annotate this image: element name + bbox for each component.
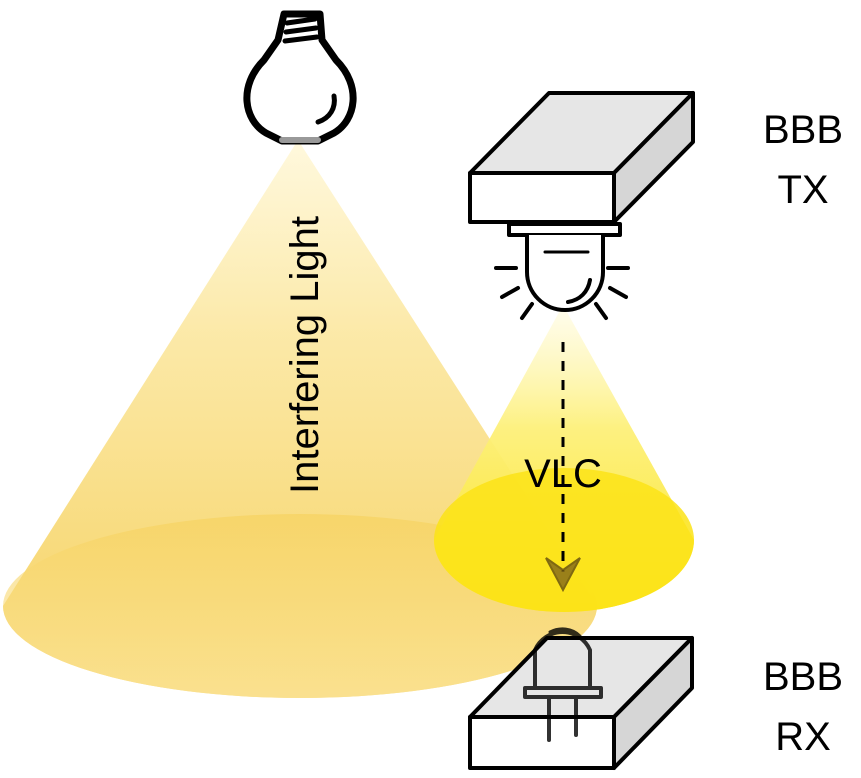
- interfering-light-label: Interfering Light: [283, 216, 327, 494]
- tx-label-line1: BBB: [763, 108, 843, 152]
- light-bulb-icon: [243, 10, 357, 145]
- led-icon: [494, 222, 630, 320]
- rx-label-line2: RX: [775, 715, 831, 759]
- tx-label-line2: TX: [777, 168, 828, 212]
- vlc-arrow: [545, 342, 581, 593]
- tx-box: [468, 91, 695, 224]
- vlc-label: VLC: [524, 452, 602, 496]
- photodiode-icon: [523, 627, 603, 742]
- rx-label-line1: BBB: [763, 655, 843, 699]
